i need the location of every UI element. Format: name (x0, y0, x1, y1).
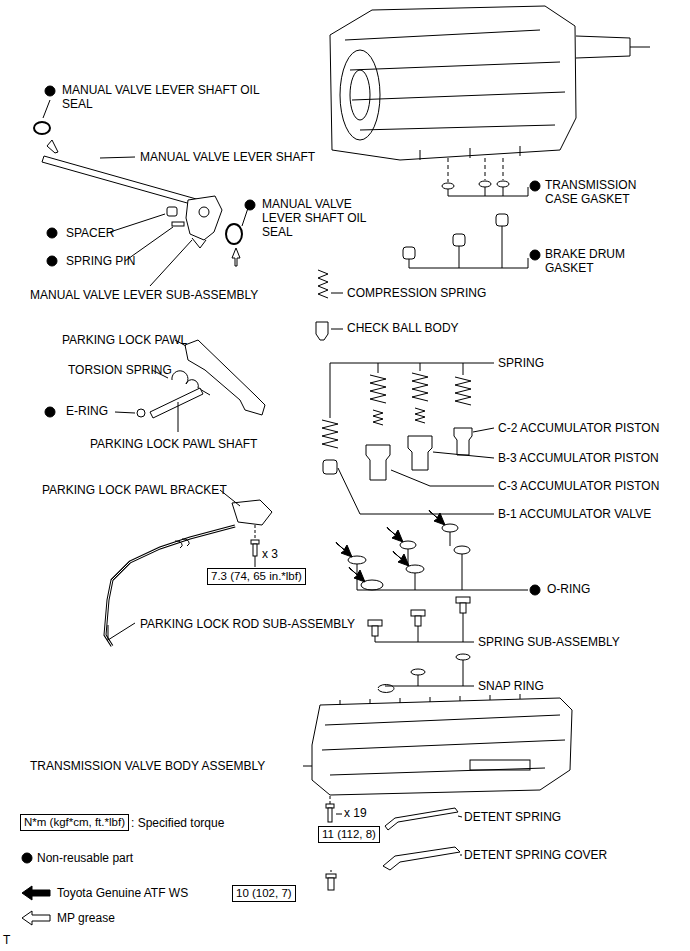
part-label: SPACER (66, 226, 114, 240)
part-label: MANUAL VALVE LEVER SHAFT OIL SEAL (62, 83, 262, 111)
part-label: MANUAL VALVE LEVER SUB-ASSEMBLY (30, 288, 258, 302)
torque-box: 11 (112, 8) (318, 826, 380, 843)
torque-value: 7.3 (74, 65 in.*lbf) (211, 570, 302, 582)
legend-text: : Specified torque (131, 816, 224, 830)
torque-box: 7.3 (74, 65 in.*lbf) (207, 568, 306, 585)
part-label: C-2 ACCUMULATOR PISTON (498, 421, 659, 435)
part-label: C-3 ACCUMULATOR PISTON (498, 479, 659, 493)
part-label: DETENT SPRING COVER (464, 848, 607, 862)
legend-text: Toyota Genuine ATF WS (57, 886, 188, 900)
part-label: TRANSMISSION VALVE BODY ASSEMBLY (30, 759, 265, 773)
part-label: COMPRESSION SPRING (347, 286, 486, 300)
part-label: PARKING LOCK PAWL (62, 333, 187, 347)
legend-text: Non-reusable part (37, 851, 133, 865)
legend-torque-box: N*m (kgf*cm, ft.*lbf) (20, 814, 129, 831)
figure-code: T (3, 933, 10, 947)
part-label: MANUAL VALVE LEVER SHAFT (140, 150, 315, 164)
gasket-leaders (403, 158, 540, 268)
part-label: PARKING LOCK ROD SUB-ASSEMBLY (140, 617, 355, 631)
torque-value: 11 (112, 8) (322, 828, 376, 840)
part-label: BRAKE DRUM GASKET (545, 247, 645, 275)
part-label: CHECK BALL BODY (347, 321, 459, 335)
part-label: TRANSMISSION CASE GASKET (545, 178, 665, 206)
quantity-label: x 19 (344, 806, 367, 820)
torque-value: 10 (102, 7) (236, 887, 292, 899)
torque-box: 10 (102, 7) (232, 885, 296, 902)
part-label: SPRING PIN (66, 254, 135, 268)
quantity-label: x 3 (262, 547, 278, 561)
part-label: TORSION SPRING (68, 363, 172, 377)
o-ring-illustrations (336, 510, 540, 595)
transmission-illustration (330, 6, 650, 160)
torque-value: N*m (kgf*cm, ft.*lbf) (24, 816, 125, 828)
part-label: MANUAL VALVE LEVER SHAFT OIL SEAL (262, 197, 374, 239)
part-label: O-RING (547, 582, 590, 596)
part-label: B-1 ACCUMULATOR VALVE (498, 507, 651, 521)
legend-text: MP grease (57, 911, 115, 925)
part-label: SPRING (498, 356, 544, 370)
part-label: DETENT SPRING (464, 810, 561, 824)
part-label: B-3 ACCUMULATOR PISTON (498, 451, 659, 465)
spring-illustrations (316, 270, 494, 514)
part-label: SNAP RING (478, 679, 544, 693)
manual-valve-illustration (34, 86, 255, 286)
part-label: PARKING LOCK PAWL SHAFT (90, 437, 257, 451)
plug-illustrations (368, 597, 474, 692)
part-label: SPRING SUB-ASSEMBLY (478, 635, 620, 649)
part-label: E-RING (66, 404, 108, 418)
part-label: PARKING LOCK PAWL BRACKET (42, 483, 227, 497)
